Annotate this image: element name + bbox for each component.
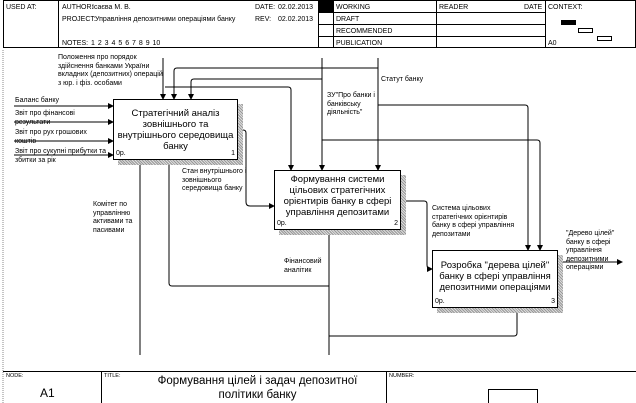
arrow-control-law-3: [322, 139, 543, 251]
status-draft: DRAFT: [336, 16, 360, 23]
footer-divider: [101, 371, 102, 403]
arrow-mechanism-analyst-3: [329, 306, 520, 337]
label-mechanism-committee: Комітет по управлінню активами та пасива…: [93, 201, 133, 234]
project-label: PROJECT:: [62, 16, 96, 23]
project-value: Управління депозитними операціями банку: [95, 16, 236, 23]
label-input-financial-results: Звіт про фінансові результати: [15, 110, 75, 126]
arrow-output-state: [237, 129, 275, 209]
status-recommended: RECOMMENDED: [336, 28, 393, 35]
box-title: Стратегічний аналіз зовнішнього та внутр…: [117, 108, 234, 152]
label-output-tree: "Дерево цілей" банку в сфері управління …: [566, 230, 615, 271]
context-node: A0: [548, 40, 557, 47]
box-cost: 0р.: [435, 298, 445, 305]
box-number: 1: [231, 150, 235, 157]
footer-divider: [386, 371, 387, 403]
context-label: CONTEXT:: [548, 4, 583, 11]
diagram-title: Формування цілей і задач депозитної полі…: [157, 375, 358, 401]
number-box: [488, 389, 538, 403]
status-publication: PUBLICATION: [336, 40, 383, 47]
footer-frame: [3, 371, 636, 403]
activity-box-2[interactable]: Формування системи цільових стратегічних…: [274, 170, 401, 230]
status-working: WORKING: [336, 4, 371, 11]
label-control-statute: Статут банку: [381, 76, 424, 83]
reader-date-label: DATE: [524, 4, 543, 11]
box-cost: 0р.: [116, 150, 126, 157]
box-number: 3: [551, 298, 555, 305]
date-label: DATE:: [255, 4, 276, 11]
rev-label: REV:: [255, 16, 272, 23]
used-at-label: USED AT:: [6, 4, 37, 11]
arrow-control-regulation-2: [165, 86, 294, 171]
box-number: 2: [394, 220, 398, 227]
arrow-control-law-1: [188, 78, 322, 100]
notes-label: NOTES:: [62, 40, 89, 47]
date-value: 02.02.2013: [278, 4, 314, 11]
box-title: Формування системи цільових стратегічних…: [283, 174, 392, 218]
label-input-balance: Баланс банку: [15, 97, 60, 104]
label-control-law: ЗУ"Про банки і банківську діяльність": [327, 92, 375, 116]
activity-box-3[interactable]: Розробка "дерева цілей" банку в сфері уп…: [432, 250, 558, 308]
node-label: NODE:: [6, 373, 24, 379]
label-input-cash-flow: Звіт про рух грошових коштів: [15, 129, 87, 145]
reader-label: READER: [439, 4, 469, 11]
label-output-system: Система цільових стратегічних орієнтирів…: [432, 205, 515, 238]
box-title: Розробка "дерева цілей" банку в сфері уп…: [439, 260, 551, 293]
author-label: AUTHOR:: [62, 4, 94, 11]
rev-value: 02.02.2013: [278, 16, 314, 23]
arrow-mechanism-analyst-1: [166, 158, 329, 287]
arrow-control-statute-3: [378, 104, 531, 251]
label-mechanism-analyst: Фінансовий аналітик: [284, 258, 322, 274]
notes-value: 1 2 3 4 5 6 7 8 9 10: [91, 40, 161, 47]
label-control-regulation: Положення про порядок здійснення банками…: [58, 54, 163, 87]
author-value: Ісаєва М. В.: [92, 4, 131, 11]
arrow-output-system: [400, 200, 433, 272]
label-output-state: Стан внутрішнього і зовнішнього середови…: [182, 168, 247, 192]
title-label: TITLE:: [104, 373, 121, 379]
activity-box-1[interactable]: Стратегічний аналіз зовнішнього та внутр…: [113, 99, 238, 160]
label-input-total-income: Звіт про сукупні прибутки та збитки за р…: [15, 148, 107, 164]
node-value: A1: [40, 386, 55, 400]
box-cost: 0р.: [277, 220, 287, 227]
arrow-control-statute-1: [171, 67, 378, 100]
number-label: NUMBER:: [389, 373, 415, 379]
